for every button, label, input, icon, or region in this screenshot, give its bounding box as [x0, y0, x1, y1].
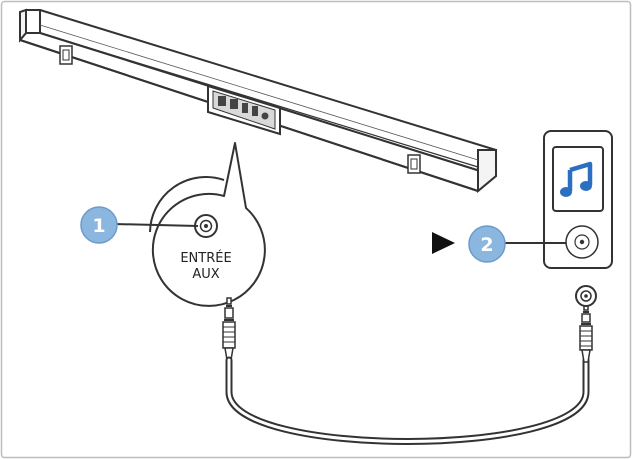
aux-input-callout: ENTRÉE AUX	[149, 142, 266, 307]
play-arrow-icon	[432, 232, 455, 254]
music-player	[543, 130, 613, 269]
soundbar	[19, 8, 497, 194]
player-jack-indicator	[575, 285, 597, 307]
music-note-icon	[560, 161, 593, 197]
audio-cable	[222, 297, 593, 445]
step-badge-2	[468, 225, 506, 263]
mount-bracket-right	[407, 154, 421, 174]
mount-bracket-left	[59, 45, 73, 65]
step-2-marker: 2	[432, 225, 566, 263]
step-1-marker: 1	[80, 206, 199, 244]
step-badge-1	[80, 206, 118, 244]
step-number-1: 1	[92, 215, 105, 237]
aux-label-line2: AUX	[192, 267, 219, 282]
step-number-2: 2	[480, 234, 493, 256]
aux-label-line1: ENTRÉE	[180, 250, 231, 266]
cable-plug-left	[222, 297, 236, 361]
rear-connector-panel	[207, 84, 281, 136]
